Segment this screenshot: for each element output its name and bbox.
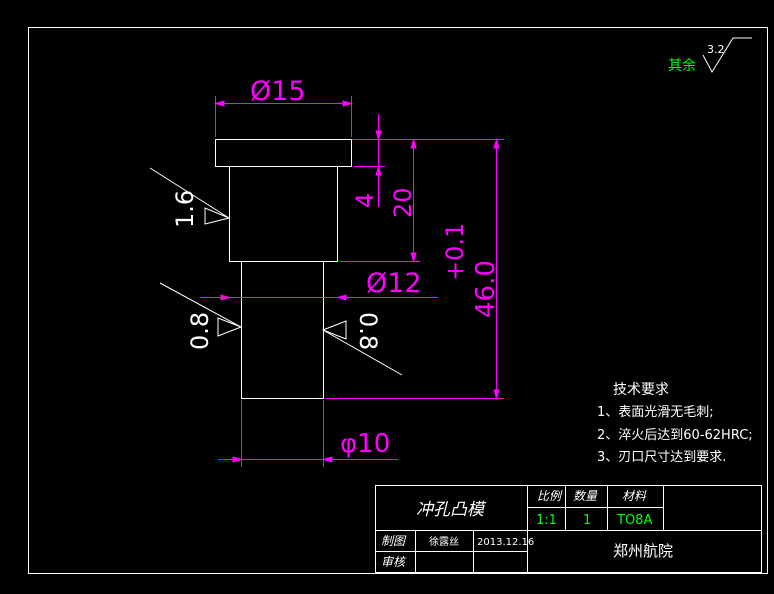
surface-note-label: 其余 [668, 57, 696, 74]
part-name: 冲孔凸模 [416, 500, 487, 520]
dim-dia-tip: φ10 [340, 429, 390, 459]
school-name: 郑州航院 [613, 542, 673, 560]
tech-requirement-item: 3、刃口尺寸达到要求. [597, 450, 726, 465]
roughness-upper: 1.6 [171, 190, 199, 228]
dim-dia-head: Ø15 [250, 76, 306, 107]
roughness-lower-right: 0.8 [354, 312, 382, 350]
head-section [215, 139, 352, 167]
dim-total-length: 46.0 [471, 260, 501, 318]
part-outline [215, 139, 352, 399]
qty-value: 1 [583, 513, 591, 528]
drawn-label: 制图 [381, 534, 407, 548]
tech-requirements-title: 技术要求 [613, 382, 669, 398]
drawing-border [28, 27, 768, 574]
roughness-symbol-lower-right [321, 320, 403, 376]
material-value: TO8A [616, 513, 652, 528]
dimension-lines [200, 96, 504, 467]
dim-head-height: 4 [351, 193, 379, 208]
title-block [375, 485, 762, 573]
dim-tolerance: +0.1 [441, 223, 469, 281]
tech-requirement-item: 1、表面光滑无毛刺; [597, 405, 714, 420]
roughness-symbol-lower-left [159, 282, 243, 337]
tip-section [241, 261, 324, 399]
roughness-symbol-upper [149, 167, 231, 225]
scale-label: 比例 [537, 489, 563, 503]
shoulder-section [229, 166, 338, 262]
scale-value: 1:1 [536, 513, 557, 528]
drawn-by: 徐露丝 [429, 535, 459, 548]
dim-dia-mid: Ø12 [366, 268, 422, 299]
check-label: 审核 [381, 555, 407, 569]
material-label: 材料 [622, 489, 647, 503]
roughness-symbols [149, 37, 752, 376]
drawn-date: 2013.12.16 [477, 537, 534, 548]
surface-note-value: 3.2 [707, 43, 725, 56]
dim-shoulder-length: 20 [389, 187, 417, 218]
tech-requirements: 技术要求 1、表面光滑无毛刺; 2、淬火后达到60-62HRC; 3、刃口尺寸达… [597, 382, 753, 465]
qty-label: 数量 [573, 489, 598, 503]
surface-note-symbol [702, 37, 752, 74]
tech-requirement-item: 2、淬火后达到60-62HRC; [597, 428, 753, 443]
roughness-lower-left: 0.8 [186, 312, 214, 350]
